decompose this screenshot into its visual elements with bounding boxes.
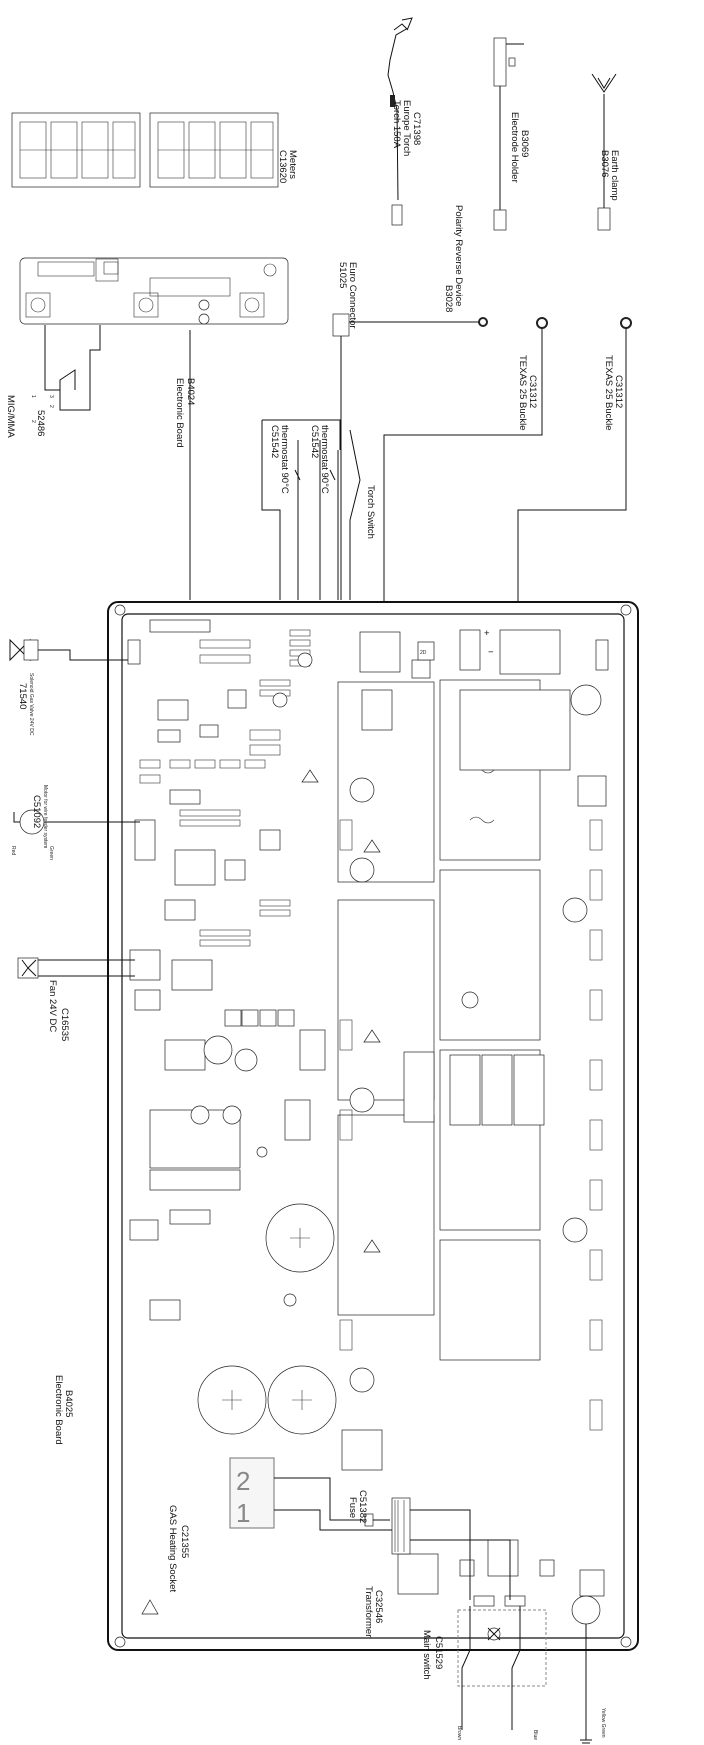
- thermostats-torch-switch: [261, 419, 361, 600]
- gas-heating-socket: [229, 1457, 400, 1531]
- polarity-name: Polarity Reverse Device: [453, 205, 464, 306]
- gas-socket-pin-1: 1: [236, 1498, 250, 1528]
- minus-sign: −: [488, 647, 494, 658]
- fan: [17, 957, 135, 979]
- plus-sign: +: [484, 628, 490, 639]
- board-top-code: B4024: [185, 378, 196, 405]
- torch-150a: [387, 17, 413, 226]
- fan-code: C16535: [59, 1008, 70, 1041]
- buckle-1-name: TEXAS 25 Buckle: [517, 355, 528, 431]
- wire-brown-label: Brown: [456, 1726, 462, 1740]
- board-main-code: B4025: [63, 1390, 74, 1417]
- electrode-holder: [493, 37, 524, 231]
- board-components: [127, 619, 609, 1625]
- meters-code: C13620: [277, 150, 288, 183]
- buckle-1-code: C31312: [527, 375, 538, 408]
- main-switch-code: C51529: [433, 1636, 444, 1669]
- motor-pin-green: Green: [48, 846, 54, 860]
- gas-valve-name: Solenoid Gas Valve 24V DC: [28, 673, 34, 736]
- wire-blue-label: Blue: [532, 1730, 538, 1740]
- fan-name: Fan 24V DC: [47, 980, 58, 1032]
- thermostat-2-code: C51542: [309, 425, 320, 458]
- wire-feeder-motor: [13, 809, 140, 835]
- mig-mma-switch: [44, 325, 191, 600]
- main-switch: [457, 1606, 592, 1744]
- torch-code: C71398: [411, 112, 422, 145]
- mig-mma-pin3: 3: [48, 395, 54, 398]
- thermostat-2-name: thermostat 90°C: [319, 425, 330, 494]
- euro-connector: [332, 313, 632, 620]
- labels-layer: Meters C13620 B4024 Electronic Board MIG…: [5, 100, 624, 1740]
- fuse-code: C51382: [357, 1490, 368, 1523]
- board-top-name: Electronic Board: [174, 378, 185, 448]
- earth-clamp-name: Earth clamp: [609, 150, 620, 201]
- euro-connector-code: 51025: [337, 262, 348, 288]
- main-switch-name: Main switch: [421, 1630, 432, 1680]
- mig-mma-pin2b: 2: [30, 420, 36, 423]
- board-main-name: Electronic Board: [53, 1375, 64, 1445]
- gas-valve: [9, 638, 128, 662]
- mig-mma-code: 52486: [35, 410, 46, 436]
- buckle-2-code: C31312: [613, 375, 624, 408]
- thermostat-1-code: C51542: [269, 425, 280, 458]
- thermostat-1-name: thermostat 90°C: [279, 425, 290, 494]
- wire-yellow-green-label: Yellow Green: [600, 1708, 606, 1738]
- earth-clamp: [591, 73, 617, 231]
- wire-motor-name: Motor for wire feeder system: [42, 785, 48, 848]
- board-2d-label: 2D: [420, 650, 427, 656]
- gas-socket-code: C21355: [179, 1525, 190, 1558]
- mig-mma-pin1: 1: [30, 395, 36, 398]
- polarity-code: B3028: [443, 285, 454, 312]
- fuse-name: Fuse: [347, 1497, 358, 1518]
- display-board-b4024: [19, 257, 289, 325]
- transformer: [391, 1497, 511, 1600]
- wire-motor-code: C51092: [31, 795, 42, 828]
- gas-socket-pin-2: 2: [236, 1466, 250, 1496]
- gas-socket-name: GAS Heating Socket: [167, 1505, 178, 1592]
- transformer-code: C32546: [373, 1590, 384, 1623]
- mig-mma-pin2: 2: [48, 405, 54, 408]
- transformer-name: Transformer: [363, 1586, 374, 1637]
- electrode-holder-code: B3069: [519, 130, 530, 157]
- torch-switch-label: Torch Switch: [365, 485, 376, 539]
- meters-display: [11, 112, 279, 188]
- fuse: [364, 1513, 374, 1527]
- euro-connector-name: Euro Connector: [347, 262, 358, 329]
- earth-clamp-code: B3076: [599, 150, 610, 177]
- torch-name: Torch 150A: [391, 100, 402, 149]
- motor-pin-red: Red: [10, 846, 16, 855]
- gas-valve-code: 71540: [17, 683, 28, 709]
- electrode-holder-name: Electrode Holder: [509, 112, 520, 183]
- meters-name: Meters: [287, 150, 298, 179]
- torch-subname: Europe Torch: [401, 100, 412, 156]
- buckle-2-name: TEXAS 25 Buckle: [603, 355, 614, 431]
- mig-mma-name: MIG/MMA: [5, 395, 16, 438]
